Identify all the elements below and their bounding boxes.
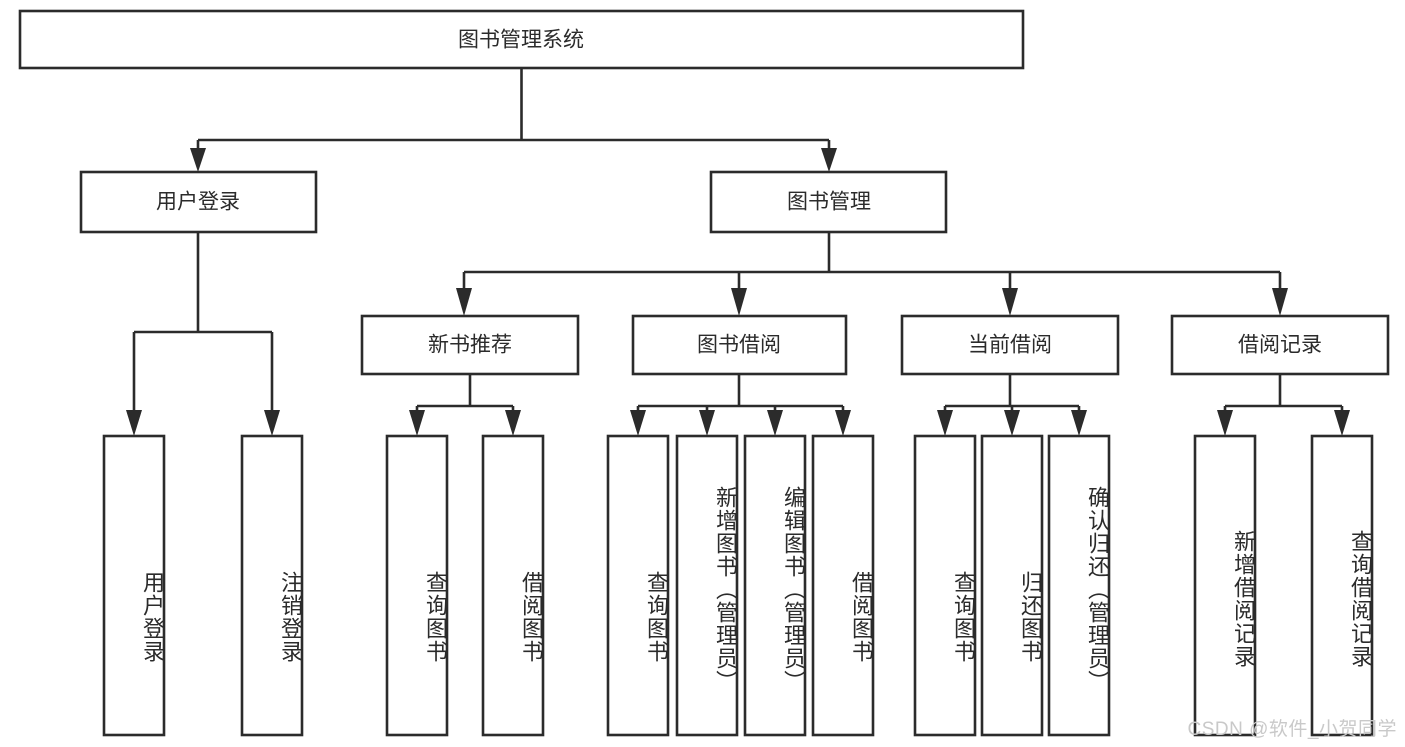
arrow-head-book-management bbox=[821, 148, 837, 172]
leaf-box-user-login[interactable] bbox=[102, 434, 166, 737]
node-user-login[interactable]: 用户登录 bbox=[79, 170, 318, 234]
leaf-box-query-book-1[interactable] bbox=[385, 434, 449, 737]
node-book-borrow[interactable]: 图书借阅 bbox=[631, 314, 848, 376]
node-current-borrow-box[interactable] bbox=[900, 314, 1120, 376]
arrow-head-user-login bbox=[190, 148, 206, 172]
arrow-head-leaf-user-login bbox=[126, 410, 142, 436]
arrow-head-leaf-confirm-return bbox=[1071, 410, 1087, 436]
node-borrow-record-box[interactable] bbox=[1170, 314, 1390, 376]
connector-group-current-borrow-to-leaves bbox=[937, 374, 1087, 436]
arrow-head-new-book-recommend bbox=[456, 288, 472, 316]
arrow-head-leaf-query-book-1 bbox=[409, 410, 425, 436]
leaf-box-query-book-3[interactable] bbox=[913, 434, 977, 737]
leaf-box-add-book[interactable] bbox=[675, 434, 739, 737]
leaf-box-edit-book[interactable] bbox=[743, 434, 807, 737]
arrow-head-leaf-borrow-book-2 bbox=[835, 410, 851, 436]
leaf-box-confirm-return[interactable] bbox=[1047, 434, 1111, 737]
node-user-login-box[interactable] bbox=[79, 170, 318, 234]
node-current-borrow-label: 当前借阅 bbox=[968, 334, 1052, 357]
node-borrow-record-label: 借阅记录 bbox=[1238, 334, 1322, 357]
leaf-box-return-book[interactable] bbox=[980, 434, 1044, 737]
leaf-box-group bbox=[102, 434, 1374, 737]
arrow-head-leaf-query-book-2 bbox=[630, 410, 646, 436]
connector-group-user-login-to-leaves bbox=[126, 232, 280, 436]
node-book-management[interactable]: 图书管理 bbox=[709, 170, 948, 234]
connector-group-new-book-recommend-to-leaves bbox=[409, 374, 521, 436]
leaf-box-borrow-book-2[interactable] bbox=[811, 434, 875, 737]
arrow-head-borrow-record bbox=[1272, 288, 1288, 316]
node-new-book-recommend-label: 新书推荐 bbox=[428, 334, 512, 357]
arrow-head-leaf-add-record bbox=[1217, 410, 1233, 436]
connector-group-root-to-level2 bbox=[190, 68, 837, 172]
node-book-borrow-box[interactable] bbox=[631, 314, 848, 376]
arrow-head-book-borrow bbox=[731, 288, 747, 316]
arrow-head-leaf-user-logout bbox=[264, 410, 280, 436]
arrow-head-leaf-add-book bbox=[699, 410, 715, 436]
arrow-head-leaf-edit-book bbox=[767, 410, 783, 436]
node-new-book-recommend[interactable]: 新书推荐 bbox=[360, 314, 580, 376]
leaf-box-query-book-2[interactable] bbox=[606, 434, 670, 737]
leaf-box-borrow-book-1[interactable] bbox=[481, 434, 545, 737]
node-borrow-record[interactable]: 借阅记录 bbox=[1170, 314, 1390, 376]
arrow-head-leaf-borrow-book-1 bbox=[505, 410, 521, 436]
connector-group-book-borrow-to-leaves bbox=[630, 374, 851, 436]
node-book-management-box[interactable] bbox=[709, 170, 948, 234]
watermark-text: CSDN @软件_小贺同学 bbox=[1187, 719, 1397, 740]
node-root[interactable]: 图书管理系统 bbox=[18, 9, 1025, 70]
arrow-head-leaf-query-record bbox=[1334, 410, 1350, 436]
node-current-borrow[interactable]: 当前借阅 bbox=[900, 314, 1120, 376]
leaf-box-add-record[interactable] bbox=[1193, 434, 1257, 737]
connector-group-borrow-record-to-leaves bbox=[1217, 374, 1350, 436]
arrow-head-leaf-query-book-3 bbox=[937, 410, 953, 436]
node-book-borrow-label: 图书借阅 bbox=[697, 334, 781, 357]
node-root-label: 图书管理系统 bbox=[458, 29, 584, 52]
leaf-box-user-logout[interactable] bbox=[240, 434, 304, 737]
arrow-head-leaf-return-book bbox=[1004, 410, 1020, 436]
node-new-book-recommend-box[interactable] bbox=[360, 314, 580, 376]
connector-group-book-management-to-level3 bbox=[456, 232, 1288, 316]
leaf-box-query-record[interactable] bbox=[1310, 434, 1374, 737]
arrow-head-current-borrow bbox=[1002, 288, 1018, 316]
node-user-login-label: 用户登录 bbox=[156, 191, 240, 214]
node-root-box[interactable] bbox=[18, 9, 1025, 70]
node-book-management-label: 图书管理 bbox=[787, 191, 871, 214]
